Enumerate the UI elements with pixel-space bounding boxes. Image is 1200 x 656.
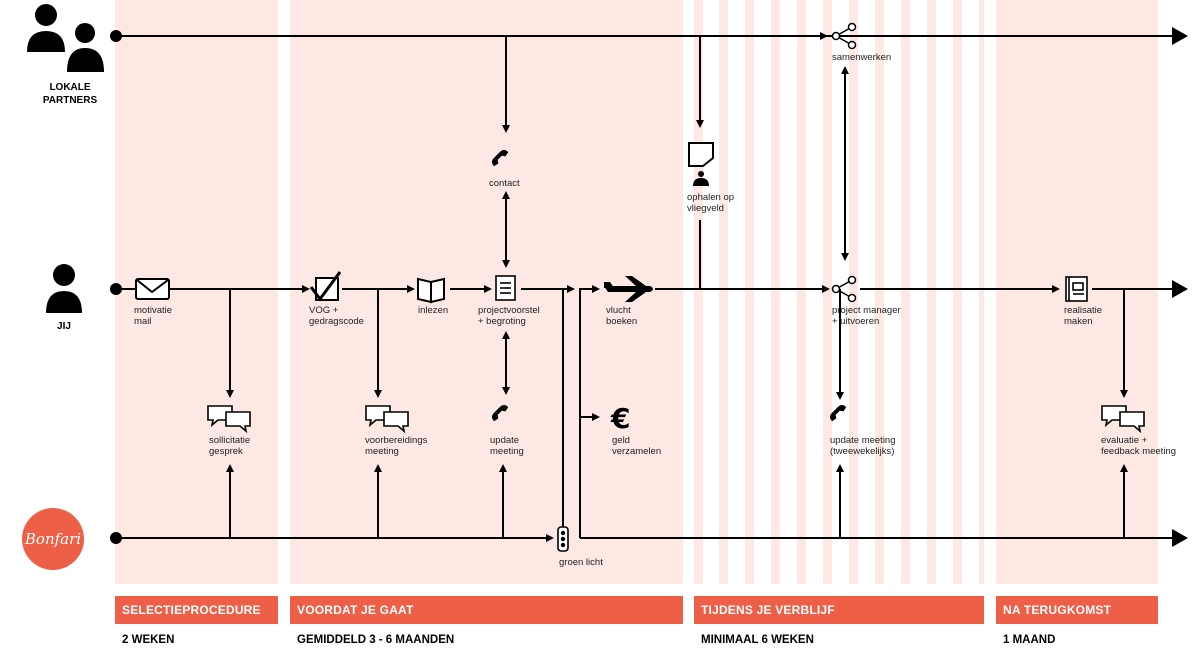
arrow-partners — [1172, 27, 1188, 45]
arrow-jij — [1172, 280, 1188, 298]
bonfari-logo: Bonfari — [22, 508, 84, 570]
label-sollicitatie: sollicitatie gesprek — [209, 435, 251, 457]
phone-icon — [491, 149, 509, 167]
notebook-icon — [1065, 276, 1088, 302]
phase-selectie-label: SELECTIEPROCEDURE — [122, 603, 261, 617]
chat-bubbles-icon — [365, 405, 409, 434]
label-vog: VOG + gedragscode — [309, 305, 364, 327]
person-icon — [46, 264, 82, 313]
label-groen-licht: groen licht — [559, 557, 603, 568]
traffic-light-icon — [557, 526, 569, 552]
phase-tijdens-label: TIJDENS JE VERBLIJF — [701, 603, 835, 617]
people-icon — [27, 4, 104, 72]
mail-icon — [135, 278, 170, 300]
label-motivatie: motivatie mail — [134, 305, 173, 327]
arrow-bonfari — [1172, 529, 1188, 547]
label-vlucht: vlucht boeken — [606, 305, 638, 327]
phase-voordat-label: VOORDAT JE GAAT — [297, 603, 414, 617]
chat-bubbles-icon — [1101, 405, 1145, 434]
actor-partners-label: LOKALE PARTNERS — [42, 82, 98, 106]
document-icon — [495, 275, 516, 301]
duration-voordat: GEMIDDELD 3 - 6 MAANDEN — [297, 634, 455, 646]
logo-text: Bonfari — [24, 530, 82, 548]
lane-dots — [110, 30, 122, 544]
phase-voordat: VOORDAT JE GAAT — [290, 596, 683, 624]
phase-na: NA TERUGKOMST — [996, 596, 1158, 624]
lanes — [116, 35, 1175, 542]
phone-icon — [829, 404, 847, 422]
connectors — [226, 32, 1128, 538]
phase-selectie: SELECTIEPROCEDURE — [115, 596, 278, 624]
label-contact: contact — [489, 178, 520, 189]
conn-split-up-2 — [579, 285, 600, 538]
conn-split-up-1 — [562, 285, 575, 529]
phase-tijdens: TIJDENS JE VERBLIJF — [694, 596, 984, 624]
checkbox-icon — [309, 271, 342, 302]
phase-na-label: NA TERUGKOMST — [1003, 603, 1112, 617]
label-inlezen: inlezen — [418, 305, 449, 316]
label-geld: geld verzamelen — [612, 435, 662, 457]
duration-na: 1 MAAND — [1003, 634, 1056, 646]
share-icon — [831, 22, 857, 50]
actor-jij-label: JIJ — [57, 321, 71, 332]
duration-tijdens: MINIMAAL 6 WEKEN — [701, 634, 814, 646]
share-icon — [831, 275, 857, 303]
book-icon — [417, 277, 445, 304]
euro-icon: € — [610, 402, 630, 435]
airplane-icon — [604, 276, 653, 302]
label-realisatie: realisatie maken — [1064, 305, 1103, 327]
pickup-sign-icon — [688, 142, 714, 186]
label-voorbereidings: voorbereidings meeting — [365, 435, 428, 457]
duration-selectie: 2 WEKEN — [122, 634, 175, 646]
chat-bubbles-icon — [207, 405, 251, 434]
label-ophalen: ophalen op vliegveld — [687, 192, 735, 214]
label-samenwerken: samenwerken — [832, 52, 892, 63]
lane-arrows — [1172, 27, 1188, 547]
label-project-manager: project manager + uitvoeren — [832, 305, 901, 327]
label-update-tweewekelijks: update meeting (tweewekelijks) — [830, 435, 896, 457]
label-update-meeting: update meeting — [490, 435, 524, 457]
phone-icon — [491, 404, 509, 422]
label-evaluatie: evaluatie + feedback meeting — [1101, 435, 1176, 457]
label-projectvoorstel: projectvoorstel + begroting — [478, 305, 540, 327]
